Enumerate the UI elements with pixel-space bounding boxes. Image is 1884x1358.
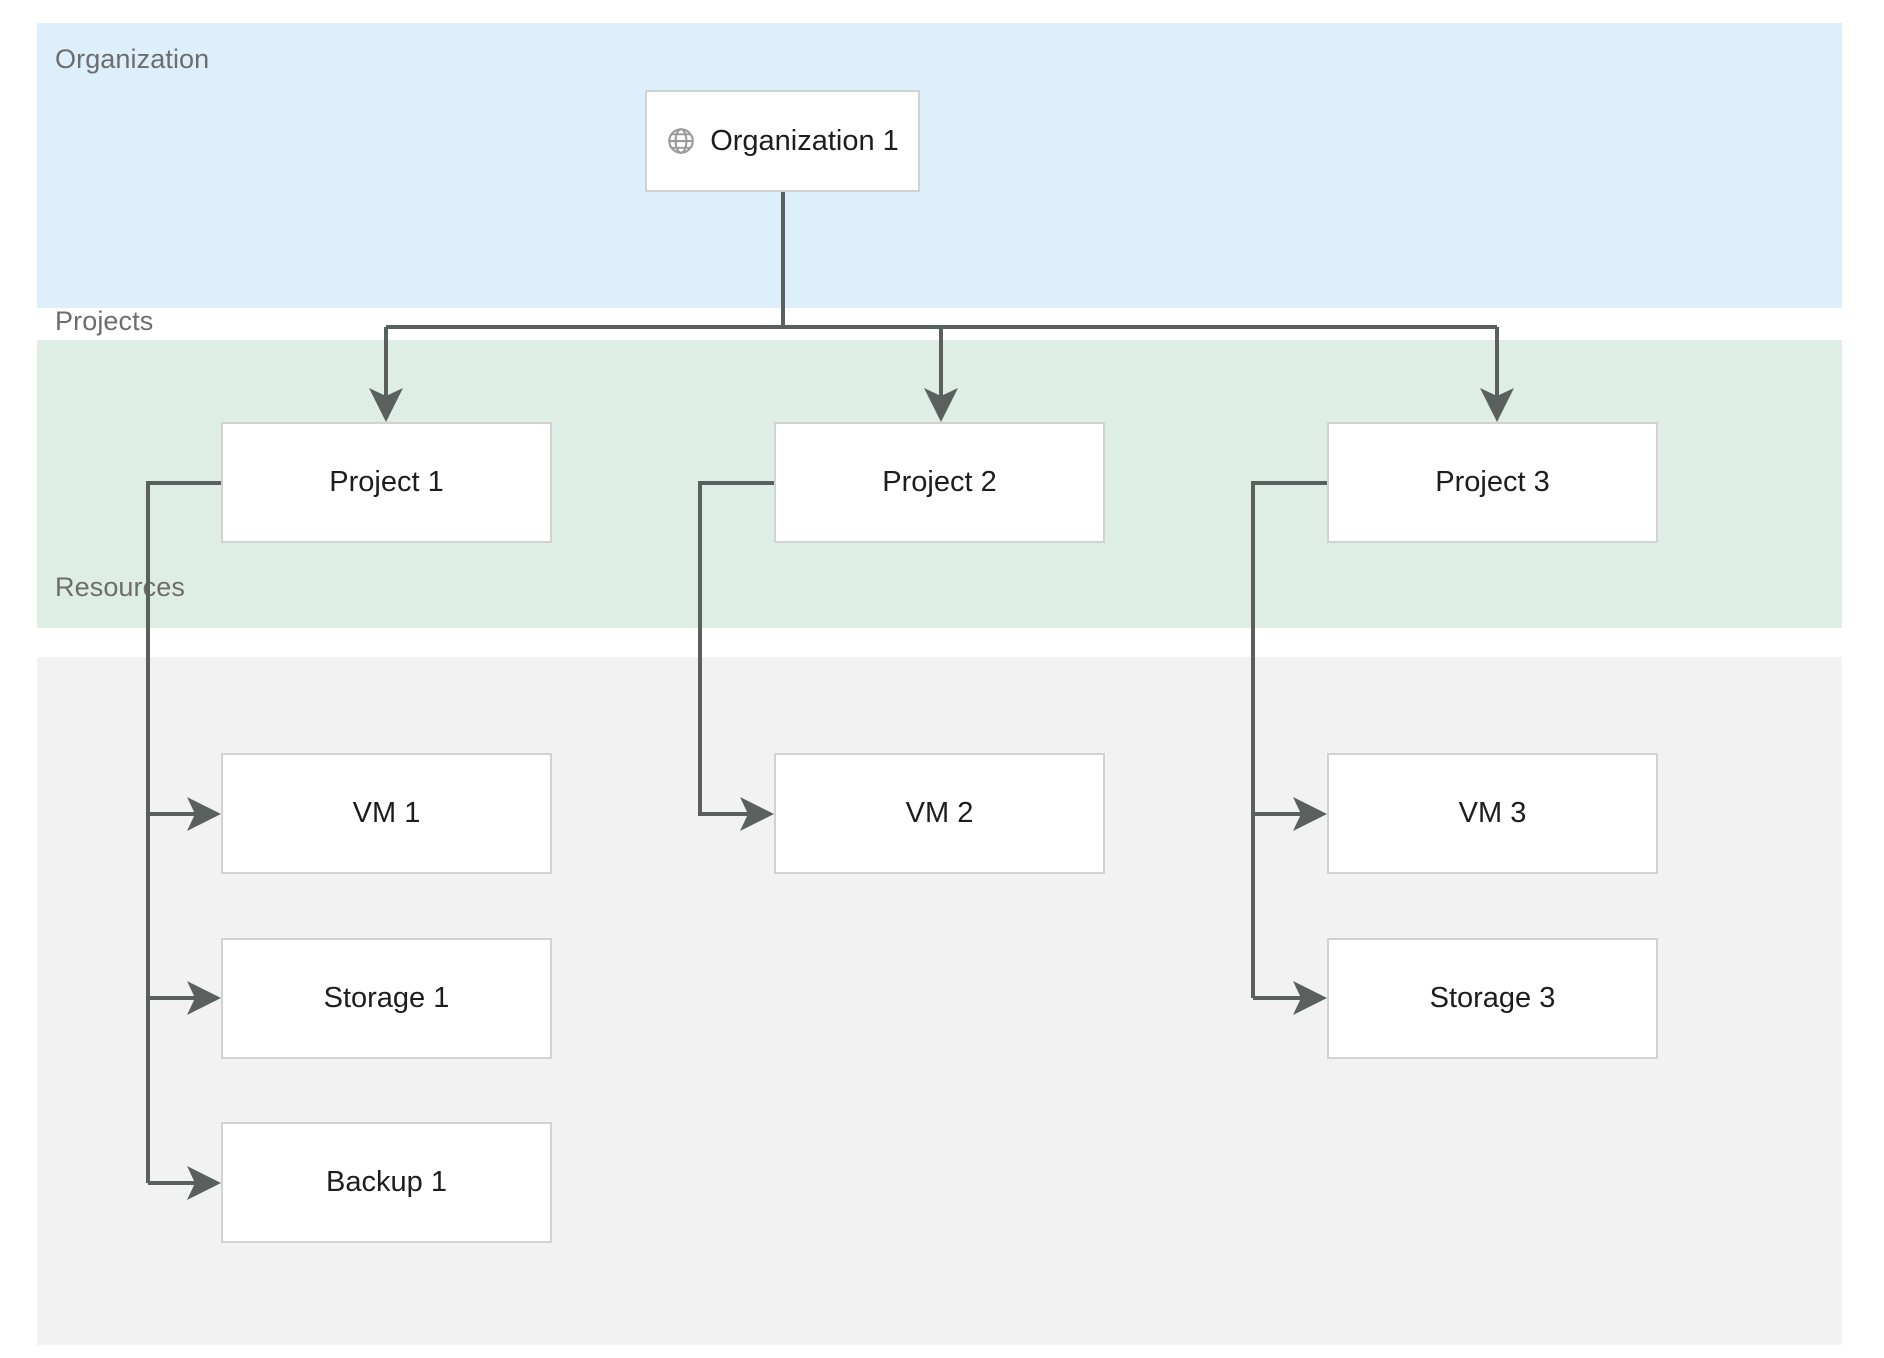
node-storage-3[interactable]: Storage 3 (1327, 938, 1658, 1059)
node-storage-1[interactable]: Storage 1 (221, 938, 552, 1059)
swimlane-organization (37, 23, 1842, 308)
swimlane-label-organization: Organization (55, 44, 210, 74)
node-label-backup-1: Backup 1 (326, 1166, 447, 1198)
node-vm-2[interactable]: VM 2 (774, 753, 1105, 874)
node-project-2[interactable]: Project 2 (774, 422, 1105, 543)
node-label-project-1: Project 1 (329, 466, 444, 498)
node-label-vm-3: VM 3 (1458, 797, 1527, 829)
node-organization-1[interactable]: Organization 1 (645, 90, 920, 192)
node-label-vm-2: VM 2 (905, 797, 974, 829)
node-label-vm-1: VM 1 (352, 797, 421, 829)
node-label-storage-3: Storage 3 (1429, 982, 1556, 1014)
node-label-storage-1: Storage 1 (323, 982, 450, 1014)
node-label-project-3: Project 3 (1435, 466, 1550, 498)
node-label-project-2: Project 2 (882, 466, 997, 498)
node-project-1[interactable]: Project 1 (221, 422, 552, 543)
node-vm-1[interactable]: VM 1 (221, 753, 552, 874)
node-vm-3[interactable]: VM 3 (1327, 753, 1658, 874)
node-backup-1[interactable]: Backup 1 (221, 1122, 552, 1243)
node-label-organization-1: Organization 1 (710, 124, 899, 157)
swimlane-label-projects: Projects (55, 306, 154, 336)
node-project-3[interactable]: Project 3 (1327, 422, 1658, 543)
swimlane-label-resources: Resources (55, 572, 185, 602)
globe-icon (668, 128, 694, 154)
